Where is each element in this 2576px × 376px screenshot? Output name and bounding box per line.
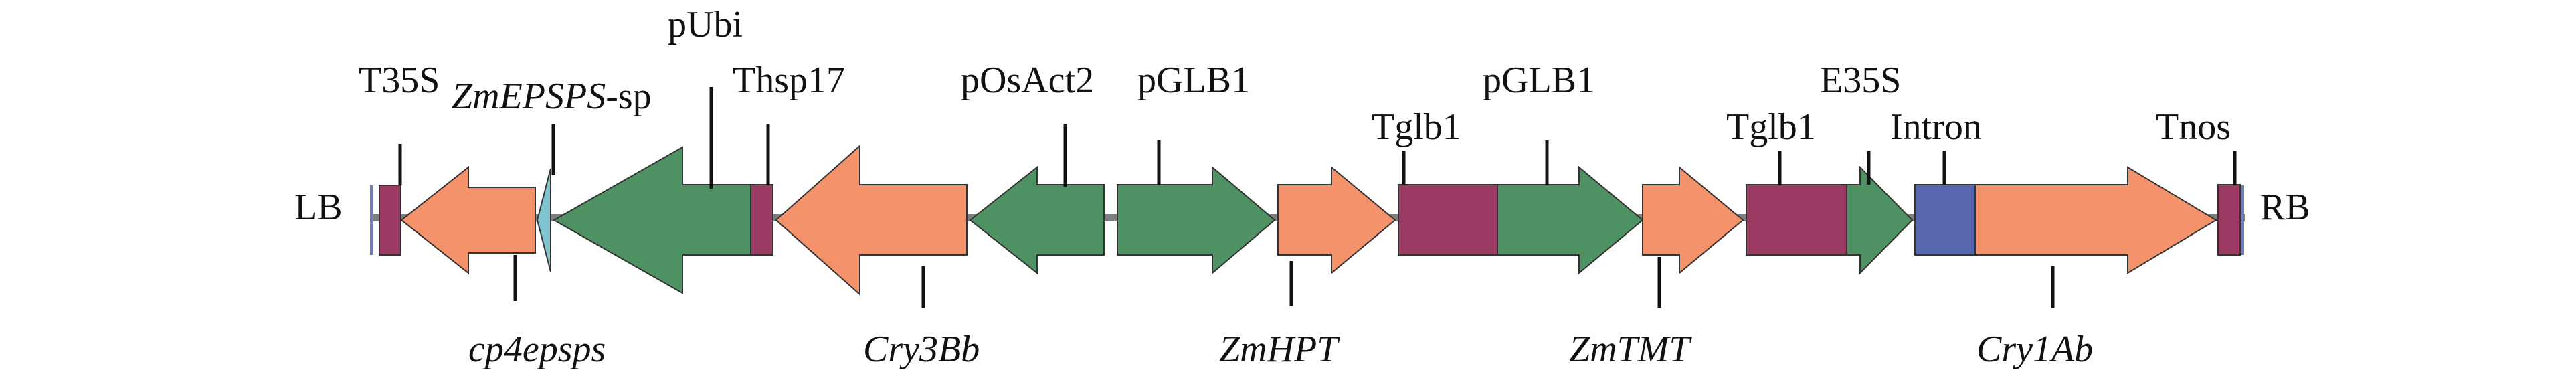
zmepsps-sp-label: ZmEPSPS-sp <box>452 76 652 117</box>
tglb1-first-label: Tglb1 <box>1372 106 1461 148</box>
zmtmt-gene <box>1642 165 1744 275</box>
zmtmt-label: ZmTMT <box>1569 328 1692 370</box>
pubi-label: pUbi <box>668 4 743 45</box>
e35s-promoter <box>1846 165 1914 275</box>
zmepsps-italic: ZmEPSPS <box>452 76 606 117</box>
right-border-label: RB <box>2260 187 2310 228</box>
left-border-label: LB <box>294 187 343 228</box>
tglb1-terminator-second <box>1746 184 1847 256</box>
thsp17-label: Thsp17 <box>733 60 845 101</box>
e35s-label: E35S <box>1820 60 1901 101</box>
tglb1-terminator-first <box>1398 184 1498 256</box>
zmepsps-suffix: -sp <box>606 76 651 117</box>
cp4epsps-label: cp4epsps <box>468 328 606 370</box>
pglb1-promoter-second <box>1497 165 1644 275</box>
cry1ab-label: Cry1Ab <box>1976 328 2093 370</box>
intron-segment <box>1914 184 1976 256</box>
tnos-label: Tnos <box>2156 106 2231 148</box>
t35s-terminator <box>379 185 401 256</box>
cry3bb-gene <box>775 144 968 296</box>
tglb1-second-label: Tglb1 <box>1726 106 1816 148</box>
tnos-terminator <box>2217 184 2241 256</box>
t35s-label: T35S <box>359 60 440 101</box>
posact2-label: pOsAct2 <box>961 60 1094 101</box>
pubi-promoter <box>552 146 751 294</box>
right-border-line <box>2241 185 2244 255</box>
cry1ab-gene <box>1974 166 2217 274</box>
zmhpt-gene <box>1277 165 1396 275</box>
upper-leader-lines <box>398 87 2237 189</box>
pglb1-second-label: pGLB1 <box>1483 60 1595 101</box>
cp4epsps-gene <box>400 165 536 275</box>
posact2-promoter <box>969 165 1105 275</box>
left-border-line <box>370 185 373 255</box>
intron-label: Intron <box>1890 106 1982 148</box>
zmhpt-label: ZmHPT <box>1219 328 1340 370</box>
pglb1-first-label: pGLB1 <box>1137 60 1250 101</box>
thsp17-terminator <box>750 184 773 256</box>
cry3bb-label: Cry3Bb <box>863 328 980 370</box>
zmepsps-signal-peptide <box>536 168 551 272</box>
lower-leader-lines <box>513 255 2055 308</box>
pglb1-promoter-first <box>1117 165 1276 275</box>
